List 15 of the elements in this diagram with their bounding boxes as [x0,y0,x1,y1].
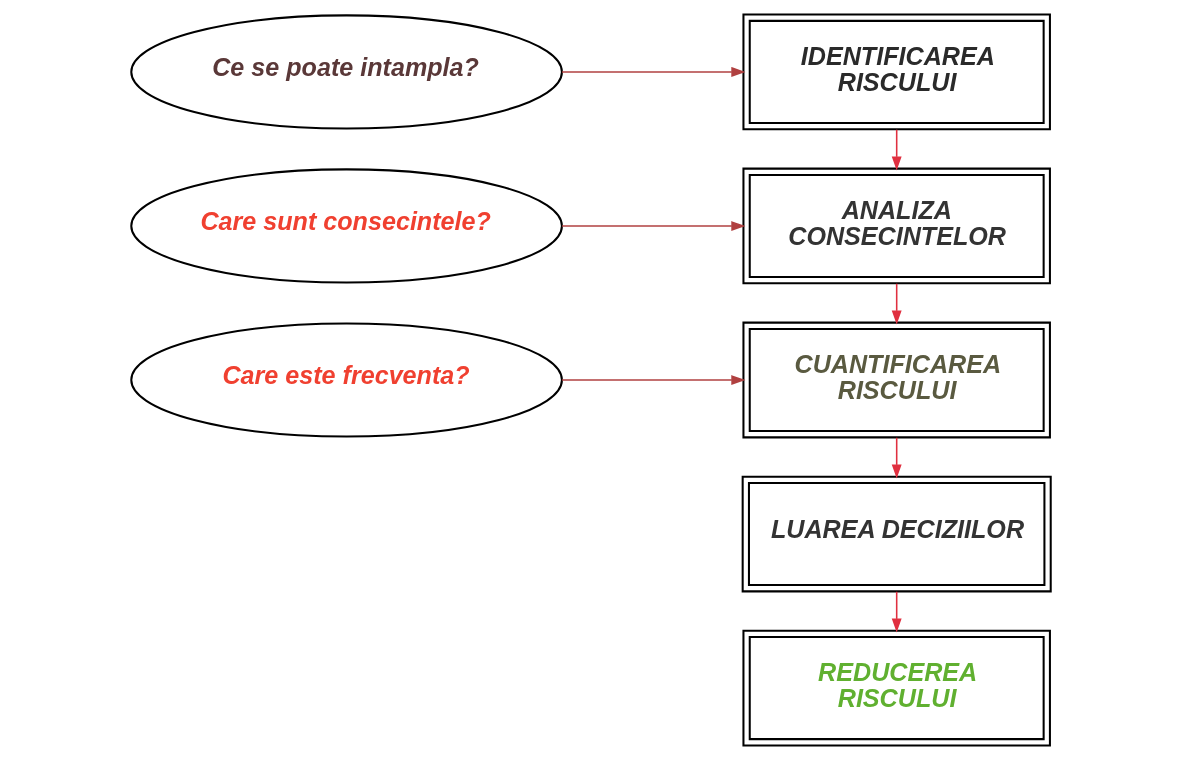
arrow [891,282,902,325]
arrow [891,591,902,633]
arrow [891,436,902,479]
arrow [560,67,745,77]
arrow [891,128,902,171]
node-ellipse: Care este frecventa? [129,322,563,438]
node-box: ANALIZA CONSECINTELOR [741,167,1051,285]
node-box: CUANTIFICAREA RISCULUI [741,321,1051,439]
node-box: REDUCEREA RISCULUI [741,629,1051,747]
node-ellipse: Care sunt consecintele? [129,168,563,284]
node-box: IDENTIFICAREA RISCULUI [741,13,1051,131]
arrow [560,375,745,385]
node-box: LUAREA DECIZIILOR [741,475,1052,593]
node-ellipse: Ce se poate intampla? [129,14,563,130]
arrow [560,221,745,231]
